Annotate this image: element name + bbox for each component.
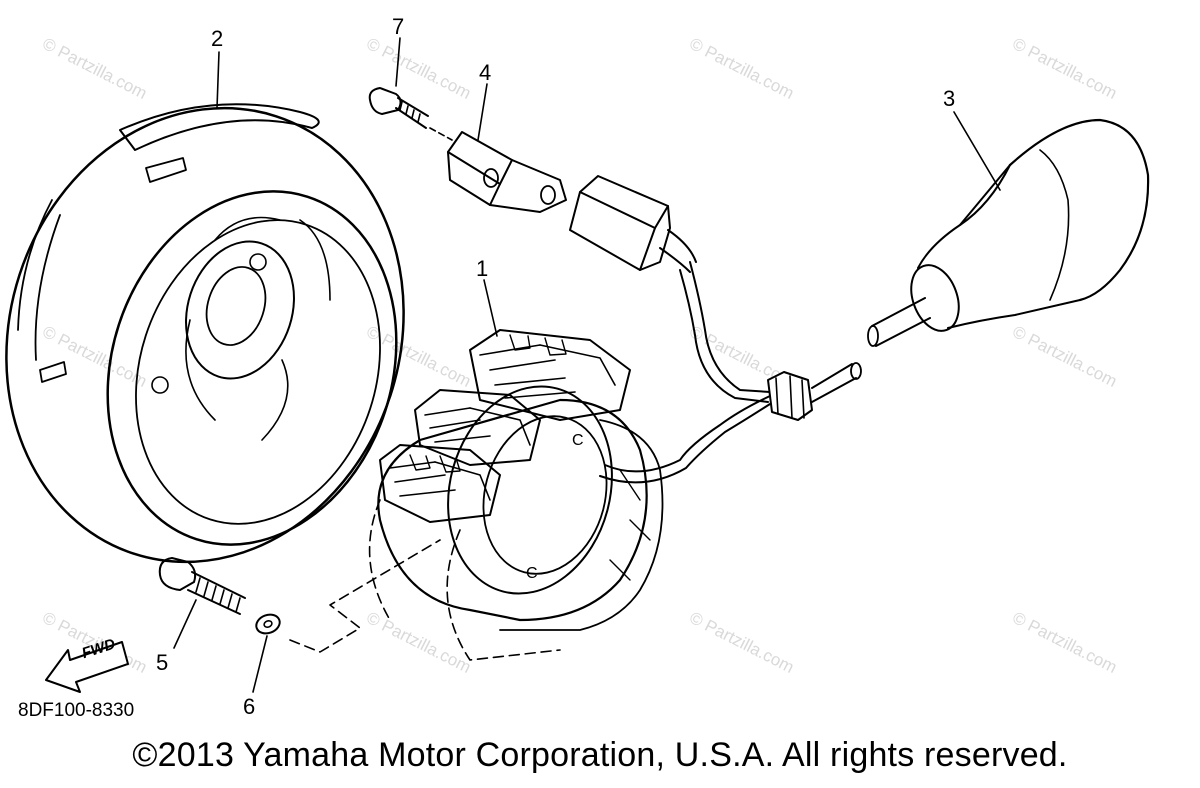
- flywheel-rotor[interactable]: [0, 56, 462, 614]
- leader-lines: [173, 37, 1001, 693]
- diagram-code: 8DF100-8330: [18, 700, 135, 721]
- fwd-arrow-icon: [45, 641, 129, 693]
- washer[interactable]: [254, 611, 283, 636]
- rubber-cap[interactable]: [903, 118, 1150, 337]
- callout-5: 5: [156, 650, 169, 675]
- callout-4: 4: [479, 60, 492, 85]
- svg-text:C: C: [572, 432, 584, 449]
- wire-harness: [599, 261, 931, 484]
- callout-1: 1: [476, 256, 489, 281]
- callout-7: 7: [392, 14, 405, 39]
- callout-6: 6: [243, 694, 256, 719]
- lower-screw[interactable]: [158, 557, 246, 615]
- stator-assembly[interactable]: C C: [368, 329, 664, 661]
- callout-3: 3: [943, 86, 956, 111]
- svg-text:C: C: [526, 565, 538, 582]
- lead-clamp[interactable]: [447, 131, 567, 213]
- wire-coupler[interactable]: [569, 175, 697, 273]
- callout-2: 2: [211, 26, 224, 51]
- copyright-notice: ©2013 Yamaha Motor Corporation, U.S.A. A…: [132, 736, 1068, 774]
- install-path-line: [289, 539, 441, 653]
- upper-screw[interactable]: [368, 87, 453, 141]
